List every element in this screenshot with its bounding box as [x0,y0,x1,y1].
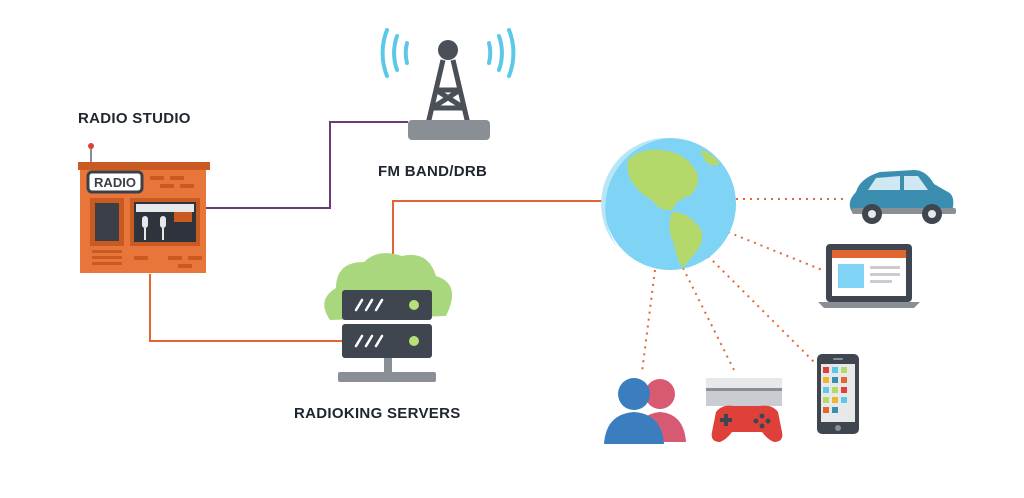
radio-studio-label: RADIO STUDIO [78,110,191,127]
laptop-icon [818,244,920,308]
connectors [149,121,848,373]
car-icon [849,170,956,224]
edge-studio-to-servers [149,274,345,342]
game-console-icon [706,378,783,442]
fm-band-label: FM BAND/DRB [378,163,488,180]
edge-internet-to-laptop [727,231,823,271]
edge-internet-to-users [641,269,656,373]
smartphone-icon [817,354,859,434]
server-cloud-icon [324,253,453,382]
studio-sign-text: RADIO [94,175,136,190]
users-icon [604,378,686,444]
radioking-servers-label: RADIOKING SERVERS [294,405,461,422]
globe-icon [601,137,736,270]
edge-servers-to-internet [392,200,606,258]
edge-internet-to-console [682,267,736,373]
edge-studio-to-fm [205,121,408,209]
broadcast-tower-icon [380,28,516,140]
edge-internet-to-phone [707,255,816,364]
radio-studio-building-icon: RADIO [78,143,210,273]
